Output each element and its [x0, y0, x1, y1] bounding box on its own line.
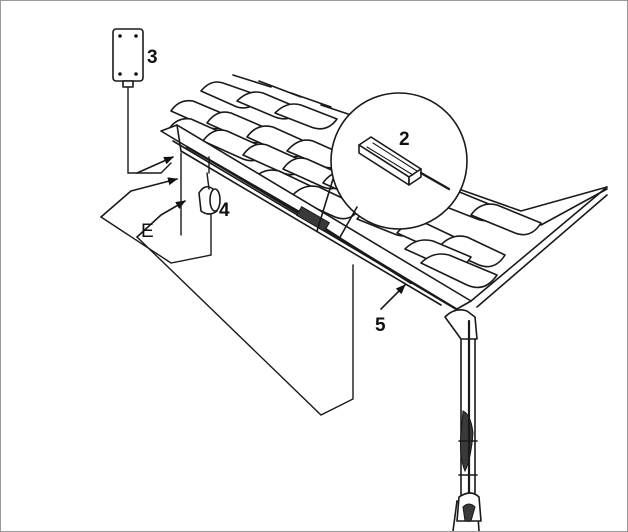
callout-e: E: [141, 221, 154, 242]
sensor-magnifier: [316, 92, 468, 240]
callout-3: 3: [147, 47, 158, 68]
downpipe: [444, 309, 482, 531]
callout-4: 4: [219, 200, 230, 221]
moisture-sensor: [198, 172, 221, 215]
cable-arrows: [100, 156, 186, 238]
callout-5-pointer: [380, 284, 406, 310]
callout-2: 2: [399, 129, 410, 150]
control-unit: [112, 28, 172, 174]
connection-wires: [100, 152, 354, 416]
roof-fascia: [470, 186, 608, 308]
callout-5: 5: [375, 315, 386, 336]
